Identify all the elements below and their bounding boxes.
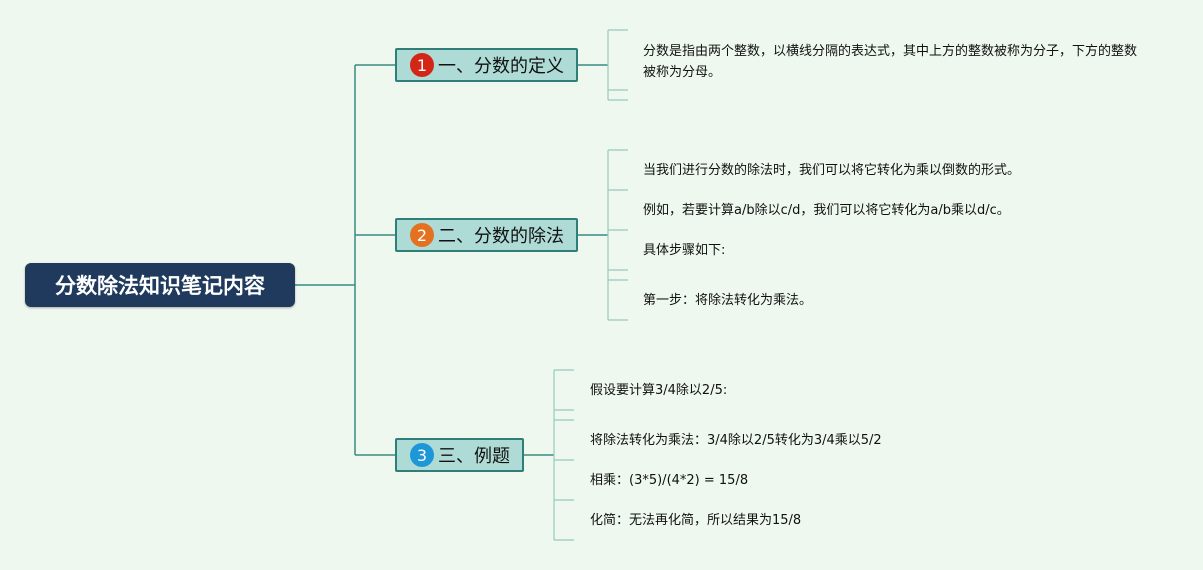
leaf-text[interactable]: 当我们进行分数的除法时，我们可以将它转化为乘以倒数的形式。 [643,163,1021,178]
leaf-text[interactable]: 例如，若要计算a/b除以c/d，我们可以将它转化为a/b乘以d/c。 [643,203,1010,218]
number-badge-icon: 3 [410,443,434,467]
branch-title: 三、例题 [438,446,510,467]
branch-node-1[interactable]: 1 一、分数的定义 [395,48,578,82]
branch1-leaf-rails [607,29,628,101]
root-connectors [295,64,395,456]
leaf-text[interactable]: 相乘：(3*5)/(4*2) = 15/8 [590,473,749,488]
leaf-text[interactable]: 假设要计算3/4除以2/5: [590,383,728,398]
leaf-text[interactable]: 将除法转化为乘法：3/4除以2/5转化为3/4乘以5/2 [590,433,882,448]
branch-node-3[interactable]: 3 三、例题 [395,438,524,472]
branch2-leaf-rails [607,149,628,321]
number-badge-icon: 1 [410,53,434,77]
leaf-text[interactable]: 分数是指由两个整数，以横线分隔的表达式，其中上方的整数被称为分子，下方的整数被称… [643,44,1138,80]
leaf-text[interactable]: 化简：无法再化简，所以结果为15/8 [590,513,802,528]
branch-node-2[interactable]: 2 二、分数的除法 [395,218,578,252]
root-title: 分数除法知识笔记内容 [55,274,265,298]
branch-title: 二、分数的除法 [438,226,564,247]
leaf-text[interactable]: 第一步：将除法转化为乘法。 [643,293,813,308]
number-badge-icon: 2 [410,223,434,247]
root-node[interactable]: 分数除法知识笔记内容 [25,263,295,307]
branch-title: 一、分数的定义 [438,56,564,77]
branch3-leaf-rails [553,369,574,541]
leaf-text[interactable]: 具体步骤如下: [643,243,726,258]
